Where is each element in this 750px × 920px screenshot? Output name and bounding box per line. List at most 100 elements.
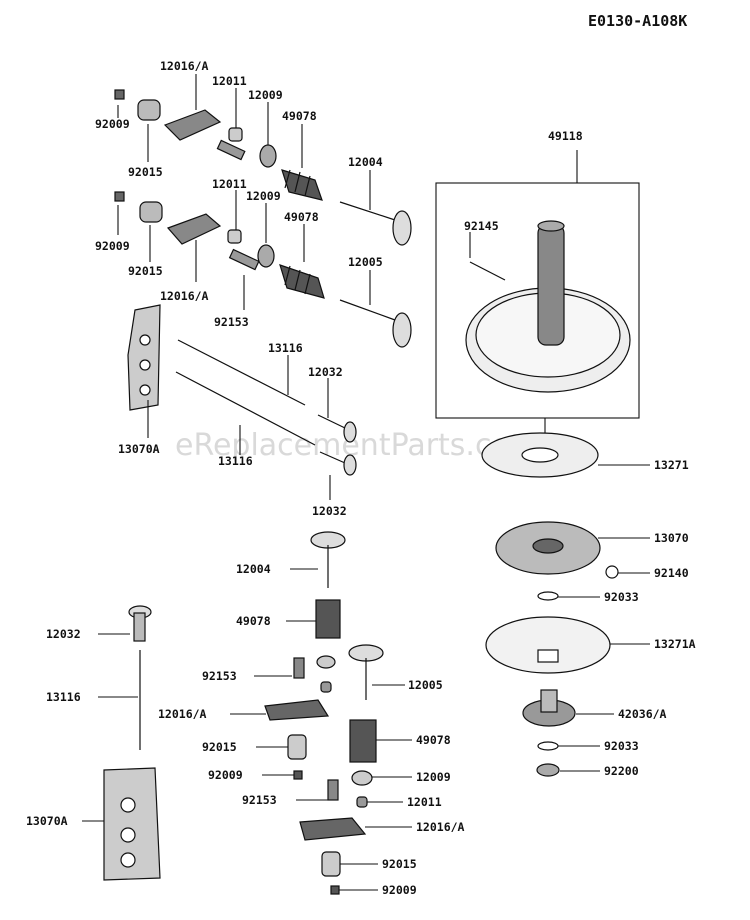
label-92145: 92145 xyxy=(464,219,499,233)
label-92015-low: 92015 xyxy=(202,740,237,754)
label-13070: 13070 xyxy=(654,531,689,545)
valve-12004-low xyxy=(310,531,346,588)
label-42036a: 42036/A xyxy=(618,707,667,721)
governor-13070 xyxy=(495,521,601,575)
camshaft-box xyxy=(435,182,640,419)
camshaft-assembly xyxy=(435,150,640,440)
upper-valve-train xyxy=(114,89,412,476)
label-12011-mid: 12011 xyxy=(212,177,247,191)
label-12009-mid: 12009 xyxy=(246,189,281,203)
label-13116-left: 13116 xyxy=(46,690,81,704)
label-12004-top: 12004 xyxy=(348,155,383,169)
rocker-arm-12016a-bottom xyxy=(299,817,367,841)
valve-12004-top xyxy=(339,201,412,246)
label-12032-top: 12032 xyxy=(308,365,343,379)
diagram-code: E0130-A108K xyxy=(588,12,687,30)
label-92140: 92140 xyxy=(654,566,689,580)
label-92009-bottom: 92009 xyxy=(382,883,417,897)
label-92153-top: 92153 xyxy=(214,315,249,329)
valve-12005-top xyxy=(339,299,412,348)
bushing-12011-low xyxy=(356,796,368,808)
pivot-92015-mid xyxy=(139,201,163,223)
rocker-arm-12016a-top xyxy=(163,109,222,141)
pivot-92015-top xyxy=(137,99,161,121)
label-13271: 13271 xyxy=(654,458,689,472)
label-92153-low2: 92153 xyxy=(242,793,277,807)
guide-plate-13070a-top xyxy=(127,304,161,411)
guide-plate-13070a-low xyxy=(103,767,161,881)
label-92200: 92200 xyxy=(604,764,639,778)
valve-12005-low xyxy=(348,644,384,700)
camshaft xyxy=(537,224,565,346)
label-49078-mid: 49078 xyxy=(284,210,319,224)
label-92033-b: 92033 xyxy=(604,739,639,753)
label-12032-mid: 12032 xyxy=(312,504,347,518)
label-12032-left: 12032 xyxy=(46,627,81,641)
label-12011-low: 12011 xyxy=(407,795,442,809)
nut-92009-bottom xyxy=(330,885,340,895)
screw-92153-low xyxy=(293,657,305,679)
label-49078-low: 49078 xyxy=(236,614,271,628)
nut-92009-mid xyxy=(114,191,125,202)
label-92033-a: 92033 xyxy=(604,590,639,604)
label-12016a-low: 12016/A xyxy=(158,707,207,721)
label-12004-low: 12004 xyxy=(236,562,271,576)
label-13116-mid: 13116 xyxy=(218,454,253,468)
retainer-12009-low xyxy=(351,770,373,786)
gear-42036a xyxy=(522,689,576,727)
retainer-small xyxy=(316,655,336,669)
screw-92153-low2 xyxy=(327,779,339,801)
adjust-screw-top xyxy=(216,139,246,161)
part-labels: 12016/A 12011 12009 92009 92015 49078 12… xyxy=(26,59,696,897)
watermark: eReplacementParts.com xyxy=(175,428,539,463)
label-12005-low: 12005 xyxy=(408,678,443,692)
label-49078-top: 49078 xyxy=(282,109,317,123)
bushing-12011-top xyxy=(228,127,243,142)
spring-49078-low xyxy=(315,599,341,639)
washer-92200 xyxy=(536,763,560,777)
ball-92140 xyxy=(605,565,619,579)
spring-49078-low2 xyxy=(349,719,377,763)
label-92009-mid: 92009 xyxy=(95,239,130,253)
label-13271a: 13271A xyxy=(654,637,696,651)
lower-valve-train xyxy=(103,531,384,895)
label-92015-top: 92015 xyxy=(128,165,163,179)
washer-13271a xyxy=(485,616,611,674)
label-13070a-top: 13070A xyxy=(118,442,160,456)
label-12009-top: 12009 xyxy=(248,88,283,102)
spring-49078-top xyxy=(281,169,323,201)
rocker-arm-12016a-mid xyxy=(166,213,222,245)
lifter-12032-a xyxy=(317,414,357,443)
label-92009-low: 92009 xyxy=(208,768,243,782)
spring-49078-mid xyxy=(279,264,325,299)
label-92009-top: 92009 xyxy=(95,117,130,131)
label-92015-mid: 92015 xyxy=(128,264,163,278)
label-12011-top: 12011 xyxy=(212,74,247,88)
label-13116-top: 13116 xyxy=(268,341,303,355)
label-12016a-mid: 12016/A xyxy=(160,289,209,303)
nut-92009-top xyxy=(114,89,125,100)
label-12016a-bottom: 12016/A xyxy=(416,820,465,834)
label-92153-low: 92153 xyxy=(202,669,237,683)
ring-92033-a xyxy=(537,591,559,601)
retainer-12009-top xyxy=(259,144,277,168)
label-12009-low: 12009 xyxy=(416,770,451,784)
label-12005-top: 12005 xyxy=(348,255,383,269)
bushing-12011-mid xyxy=(227,229,242,244)
pivot-92015-low xyxy=(287,734,307,760)
ring-92033-b xyxy=(537,741,559,751)
pivot-92015-bottom xyxy=(321,851,341,877)
label-92015-bottom: 92015 xyxy=(382,857,417,871)
label-49078-low2: 49078 xyxy=(416,733,451,747)
governor-stack xyxy=(481,432,619,777)
label-49118: 49118 xyxy=(548,129,583,143)
lifter-12032-b xyxy=(319,451,357,476)
pin-92145 xyxy=(469,261,506,281)
label-13070a-low: 13070A xyxy=(26,814,68,828)
leader-lines xyxy=(82,74,650,891)
nut-92009-low xyxy=(293,770,303,780)
push-rod-13116-b xyxy=(175,371,316,446)
push-rod-13116-a xyxy=(177,339,306,406)
